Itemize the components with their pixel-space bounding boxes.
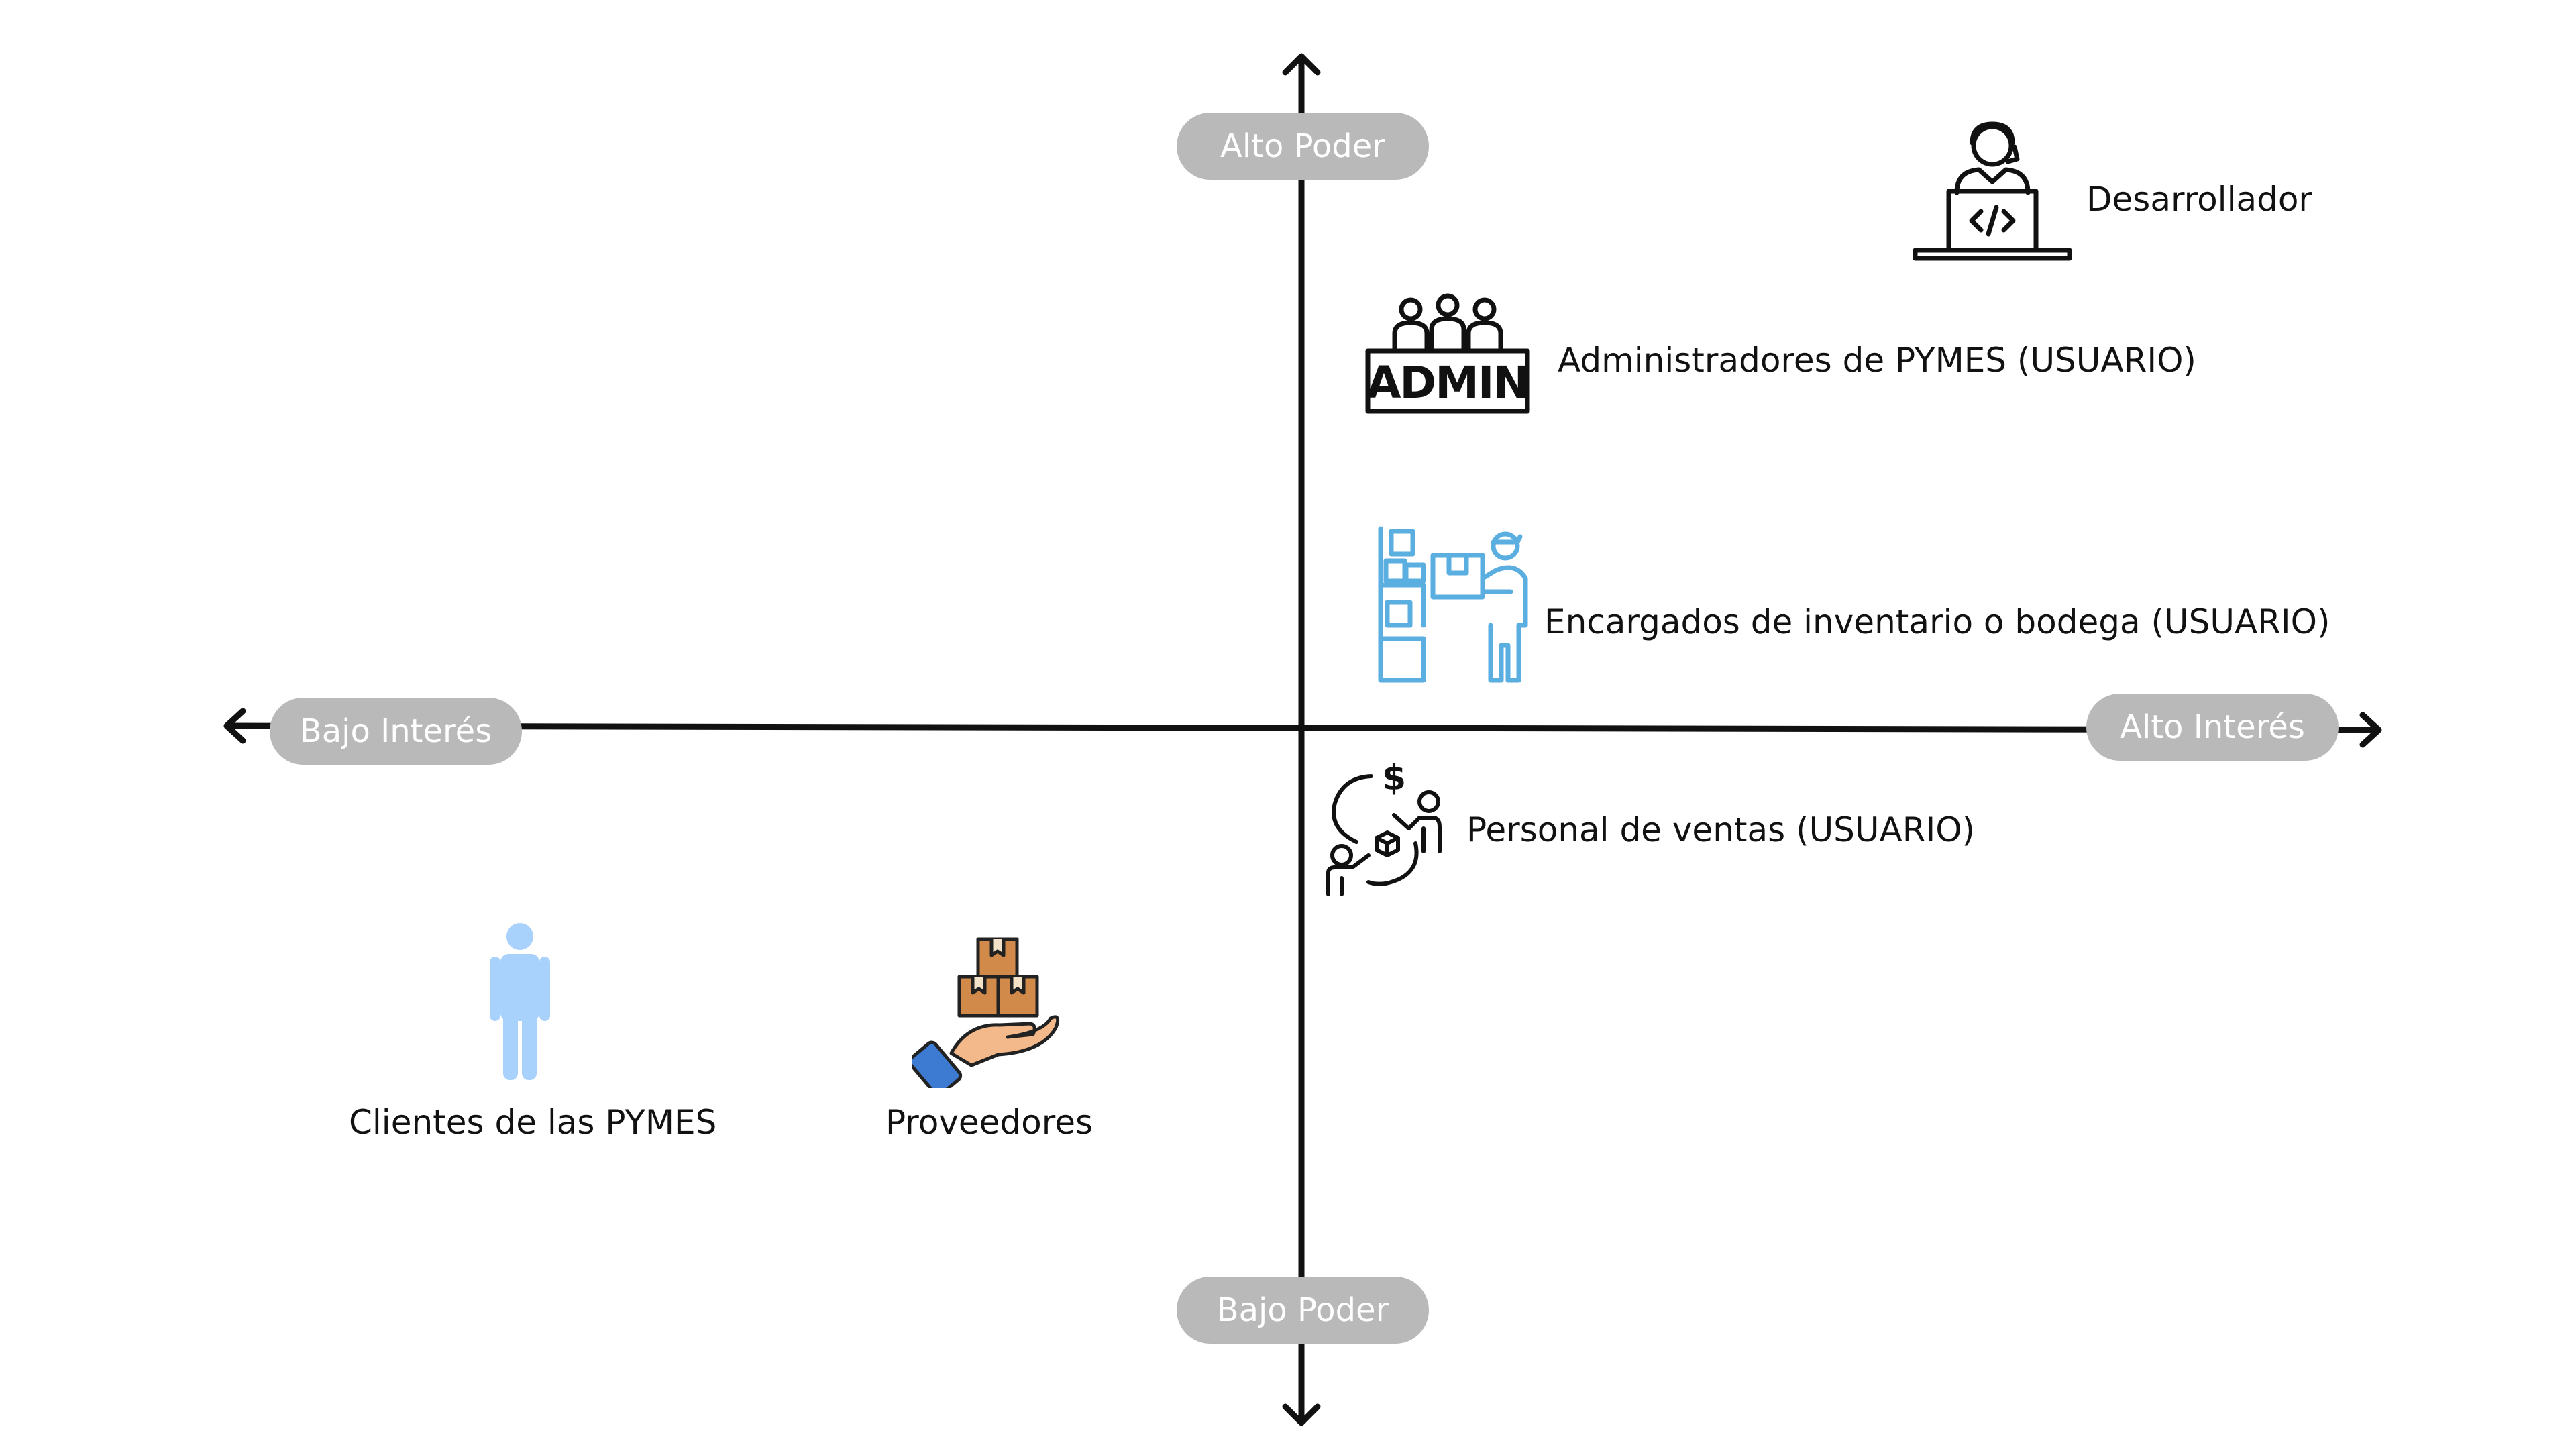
svg-text:$: $ <box>1382 763 1406 798</box>
admin-group-icon: ADMIN <box>1365 293 1530 414</box>
developer-laptop-icon <box>1913 121 2072 261</box>
axis-label-high-power: Alto Poder <box>1177 113 1429 180</box>
axis-label-low-interest: Bajo Interés <box>270 698 522 765</box>
interest-axis <box>227 722 2379 733</box>
person-icon <box>490 923 550 1080</box>
warehouse-worker-icon <box>1378 526 1528 683</box>
stakeholder-label-proveedores: Proveedores <box>885 1103 1093 1142</box>
power-axis-arrow-down <box>1282 1403 1321 1426</box>
axis-label-low-power: Bajo Poder <box>1177 1277 1429 1344</box>
stakeholder-label-encargados: Encargados de inventario o bodega (USUAR… <box>1544 602 2330 641</box>
svg-text:ADMIN: ADMIN <box>1366 357 1528 409</box>
stakeholder-label-clientes: Clientes de las PYMES <box>349 1103 717 1142</box>
stakeholder-label-ventas: Personal de ventas (USUARIO) <box>1466 810 1976 849</box>
sales-exchange-icon: $ <box>1326 763 1442 896</box>
axis-label-high-interest: Alto Interés <box>2086 694 2339 761</box>
stakeholder-label-administradores: Administradores de PYMES (USUARIO) <box>1558 341 2196 380</box>
power-axis-arrow-up <box>1282 53 1321 76</box>
boxes-hand-icon <box>912 937 1060 1088</box>
stakeholder-label-desarrollador: Desarrollador <box>2086 180 2312 219</box>
interest-axis-arrow-left <box>223 708 246 744</box>
interest-axis-arrow-right <box>2359 712 2382 748</box>
